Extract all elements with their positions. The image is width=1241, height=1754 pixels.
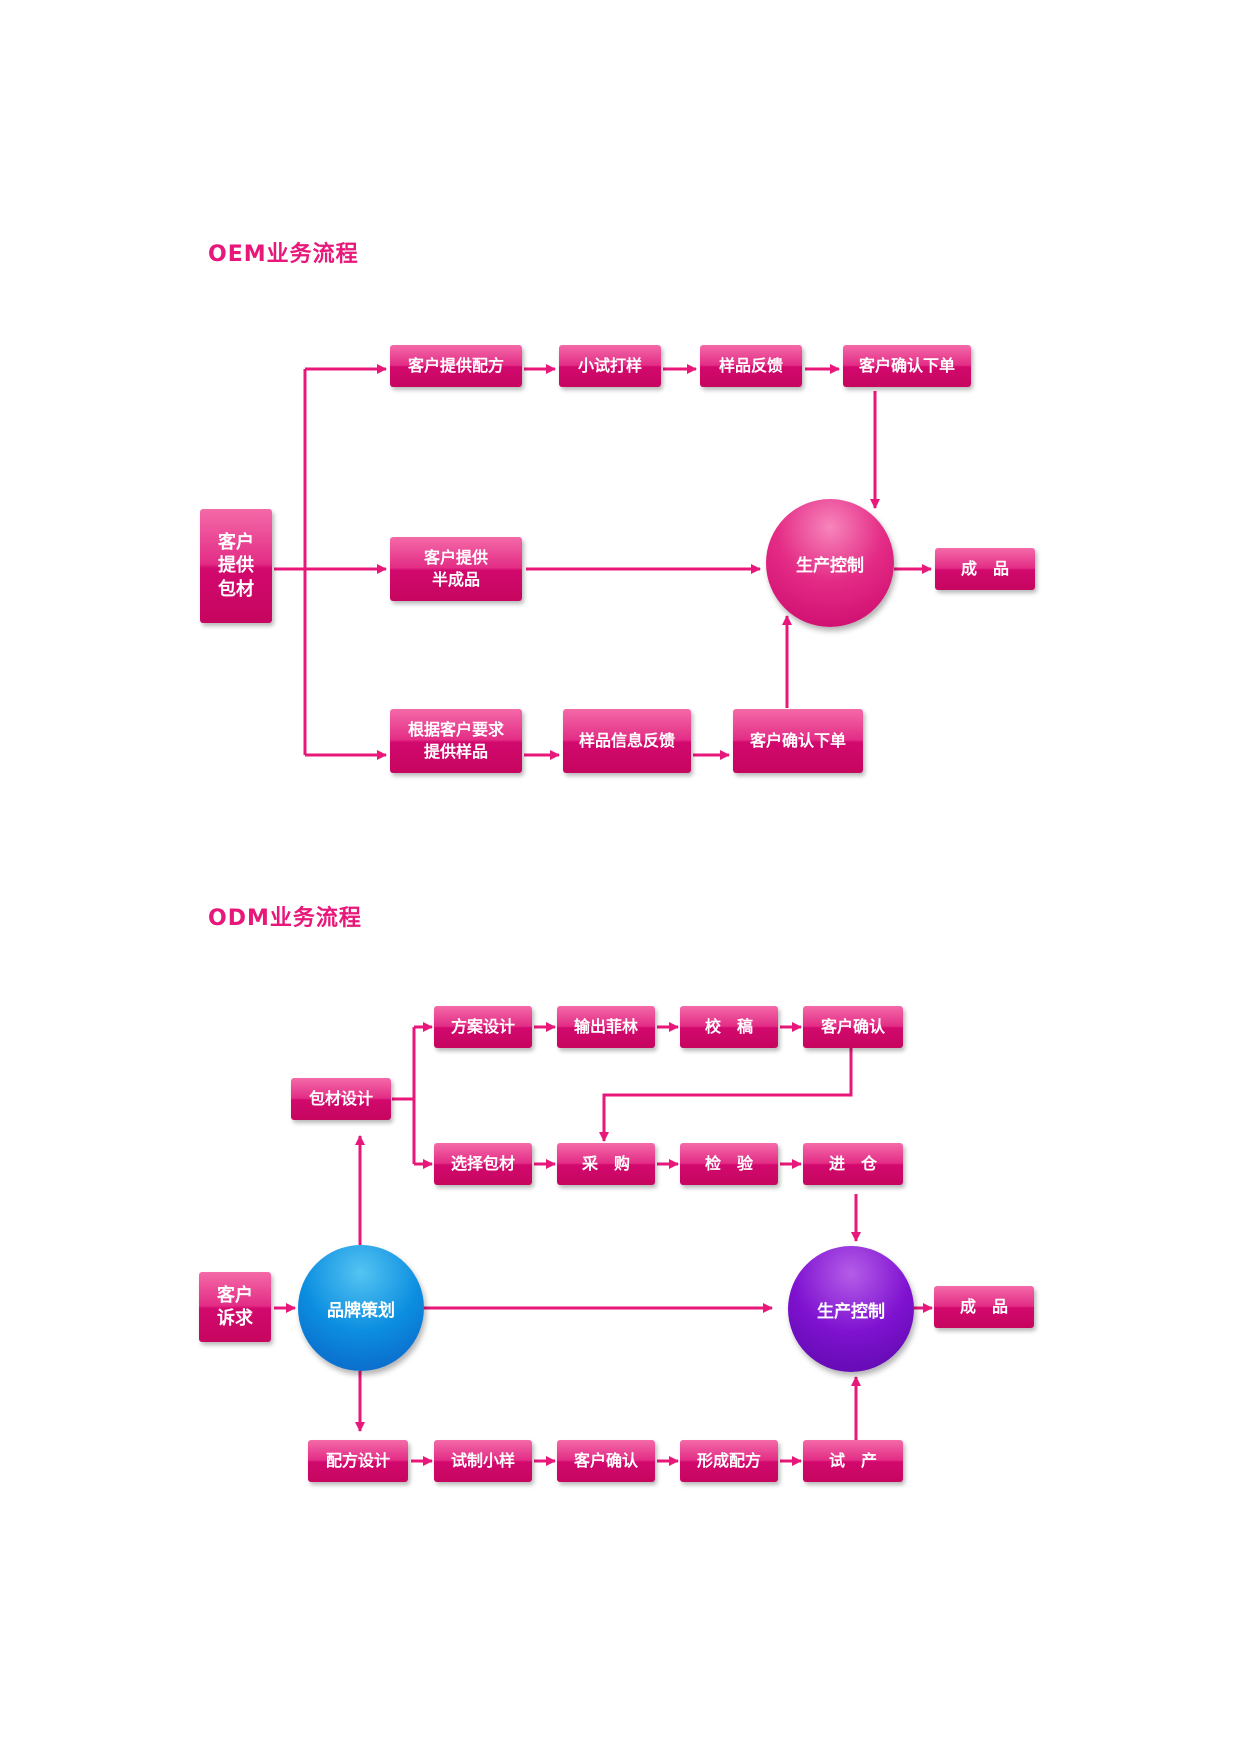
oem-row1-step1: 客户提供配方 — [390, 345, 522, 387]
odm-row1-step2: 输出菲林 — [557, 1006, 655, 1048]
odm-product-box: 成 品 — [934, 1286, 1034, 1328]
oem-title: OEM业务流程 — [208, 242, 359, 267]
odm-packaging-design-box: 包材设计 — [291, 1078, 391, 1120]
odm-title: ODM业务流程 — [208, 906, 362, 931]
odm-row2-step4: 进 仓 — [803, 1143, 903, 1185]
odm-row1-step1: 方案设计 — [434, 1006, 532, 1048]
odm-production-control-circle: 生产控制 — [788, 1246, 914, 1372]
oem-row3-step3: 客户确认下单 — [733, 709, 863, 773]
odm-start-box: 客户 诉求 — [199, 1272, 271, 1342]
odm-row1-step3: 校 稿 — [680, 1006, 778, 1048]
odm-row3-step1: 配方设计 — [308, 1440, 408, 1482]
odm-row3-step5: 试 产 — [803, 1440, 903, 1482]
oem-product-box: 成 品 — [935, 548, 1035, 590]
odm-row3-step4: 形成配方 — [680, 1440, 778, 1482]
oem-start-box: 客户 提供 包材 — [200, 509, 272, 623]
oem-row1-step4: 客户确认下单 — [843, 345, 971, 387]
odm-brand-planning-circle: 品牌策划 — [298, 1245, 424, 1371]
odm-row3-step3: 客户确认 — [557, 1440, 655, 1482]
odm-row2-step2: 采 购 — [557, 1143, 655, 1185]
odm-row3-step2: 试制小样 — [434, 1440, 532, 1482]
oem-row3-step2: 样品信息反馈 — [563, 709, 691, 773]
oem-row1-step2: 小试打样 — [559, 345, 661, 387]
oem-production-control-circle: 生产控制 — [766, 499, 894, 627]
oem-row2-step1: 客户提供 半成品 — [390, 537, 522, 601]
oem-row3-step1: 根据客户要求 提供样品 — [390, 709, 522, 773]
oem-row1-step3: 样品反馈 — [700, 345, 802, 387]
odm-row2-step1: 选择包材 — [434, 1143, 532, 1185]
odm-row2-step3: 检 验 — [680, 1143, 778, 1185]
odm-row1-step4: 客户确认 — [803, 1006, 903, 1048]
